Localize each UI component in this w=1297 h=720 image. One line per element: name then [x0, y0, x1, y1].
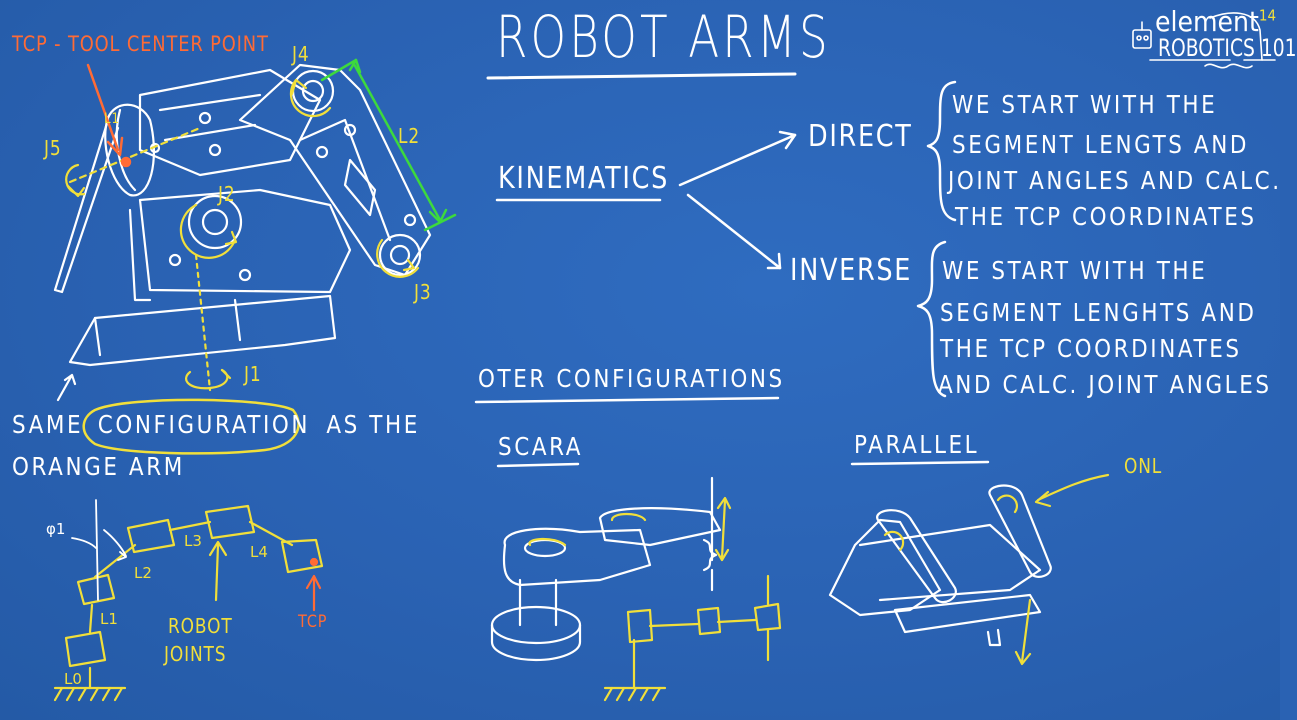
joint-label-j4: J4: [292, 42, 310, 66]
schematic-l1-label: L1: [100, 610, 118, 628]
robot-joint-markers: [65, 78, 420, 392]
scara-underline: [496, 462, 580, 468]
length-label-l2: L2: [398, 124, 420, 148]
inverse-line: AND CALC. JOINT ANGLES: [938, 370, 1272, 399]
tcp-label: TCP - TOOL CENTER POINT: [12, 32, 269, 56]
industrial-robot-sketch: [53, 63, 432, 402]
same-config-line1: SAME CONFIGURATION AS THE: [12, 412, 420, 437]
length-label-l1: L1: [104, 111, 120, 127]
joint-label-j5: J5: [44, 136, 62, 160]
same-config-post: AS THE: [326, 410, 420, 439]
kinematics-arrows: [474, 80, 990, 468]
robot-wrist: [104, 103, 156, 197]
page-title: ROBOT ARMS: [496, 3, 831, 71]
logo-robot-icon: [1132, 12, 1276, 69]
joint-label-j1: J1: [244, 362, 262, 386]
robot-joints-line2: JOINTS: [164, 642, 227, 666]
robot-joints-line1: ROBOT: [168, 614, 233, 638]
direct-line: WE START WITH THE: [952, 90, 1218, 119]
same-config-line2: ORANGE ARM: [12, 452, 185, 481]
other-config-underline: [474, 396, 780, 404]
schematic-tcp: [305, 557, 322, 612]
schematic-tcp-label: TCP: [298, 612, 328, 632]
logo-brand: element14: [1155, 8, 1276, 36]
schematic-l2-label: L2: [134, 564, 152, 582]
same-config-pointer: [56, 373, 77, 402]
length-l2-marker: [320, 58, 457, 232]
kinematics-direct-label: DIRECT: [808, 119, 913, 154]
direct-line: JOINT ANGLES AND CALC.: [948, 166, 1282, 195]
schematic-joint-3: [204, 504, 256, 540]
robot-base: [68, 294, 337, 367]
same-config-pre: SAME: [12, 410, 84, 439]
same-config-highlight: CONFIGURATION: [97, 410, 311, 439]
configuration-highlight-loop: [82, 398, 300, 455]
logo-brand-text: element: [1155, 5, 1259, 38]
schematic-angle-label: φ1: [46, 520, 66, 538]
schematic-l4-label: L4: [250, 543, 268, 561]
arrow-inverse: [686, 193, 782, 270]
parallel-note-arrow: [1036, 473, 1110, 502]
scara-sketch: [490, 476, 722, 662]
inverse-line: WE START WITH THE: [942, 256, 1208, 285]
direct-line: THE TCP COORDINATES: [955, 202, 1257, 231]
robot-lower-body: [138, 188, 352, 294]
schematic-base-joint: [64, 630, 107, 668]
joint-label-j2: J2: [218, 182, 236, 206]
schematic-l3-label: L3: [184, 532, 202, 550]
inverse-line: THE TCP COORDINATES: [940, 334, 1242, 363]
arrow-direct: [678, 133, 797, 187]
logo-brand-number: 14: [1258, 6, 1277, 25]
parallel-note: ONL: [1124, 454, 1163, 478]
direct-line: SEGMENT LENGTS AND: [952, 130, 1250, 159]
inverse-line: SEGMENT LENGHTS AND: [940, 298, 1257, 327]
logo-series: ROBOTICS 101: [1158, 34, 1297, 62]
robot-upper-arm: [238, 63, 432, 277]
kinematics-heading: KINEMATICS: [498, 161, 669, 196]
schematic-joint-2: [126, 518, 176, 554]
joint-j3-ring: [378, 233, 422, 277]
parallel-markers: [883, 473, 1110, 666]
schematic-joint-4: [280, 538, 324, 574]
parallel-underline: [850, 460, 990, 466]
j1-axis: [194, 253, 212, 392]
robot-tool: [53, 118, 120, 294]
schematic-joint-1: [76, 573, 116, 606]
title-underline: [486, 72, 797, 80]
other-configurations-heading: OTER CONFIGURATIONS: [478, 364, 785, 393]
robot-forearm: [138, 68, 322, 177]
scara-heading: SCARA: [498, 432, 584, 461]
joint-j2-ring: [187, 194, 243, 250]
parallel-heading: PARALLEL: [854, 430, 980, 459]
brace-inverse: [916, 240, 947, 398]
tcp-indicator: [86, 63, 132, 168]
j5-axis: [68, 126, 202, 184]
brace-direct: [926, 80, 957, 222]
parallel-sketch: [828, 484, 1052, 647]
joint-label-j3: J3: [414, 280, 432, 304]
scara-markers: [528, 496, 782, 702]
schematic-l0-label: L0: [64, 670, 82, 688]
kinematics-inverse-label: INVERSE: [790, 253, 913, 288]
